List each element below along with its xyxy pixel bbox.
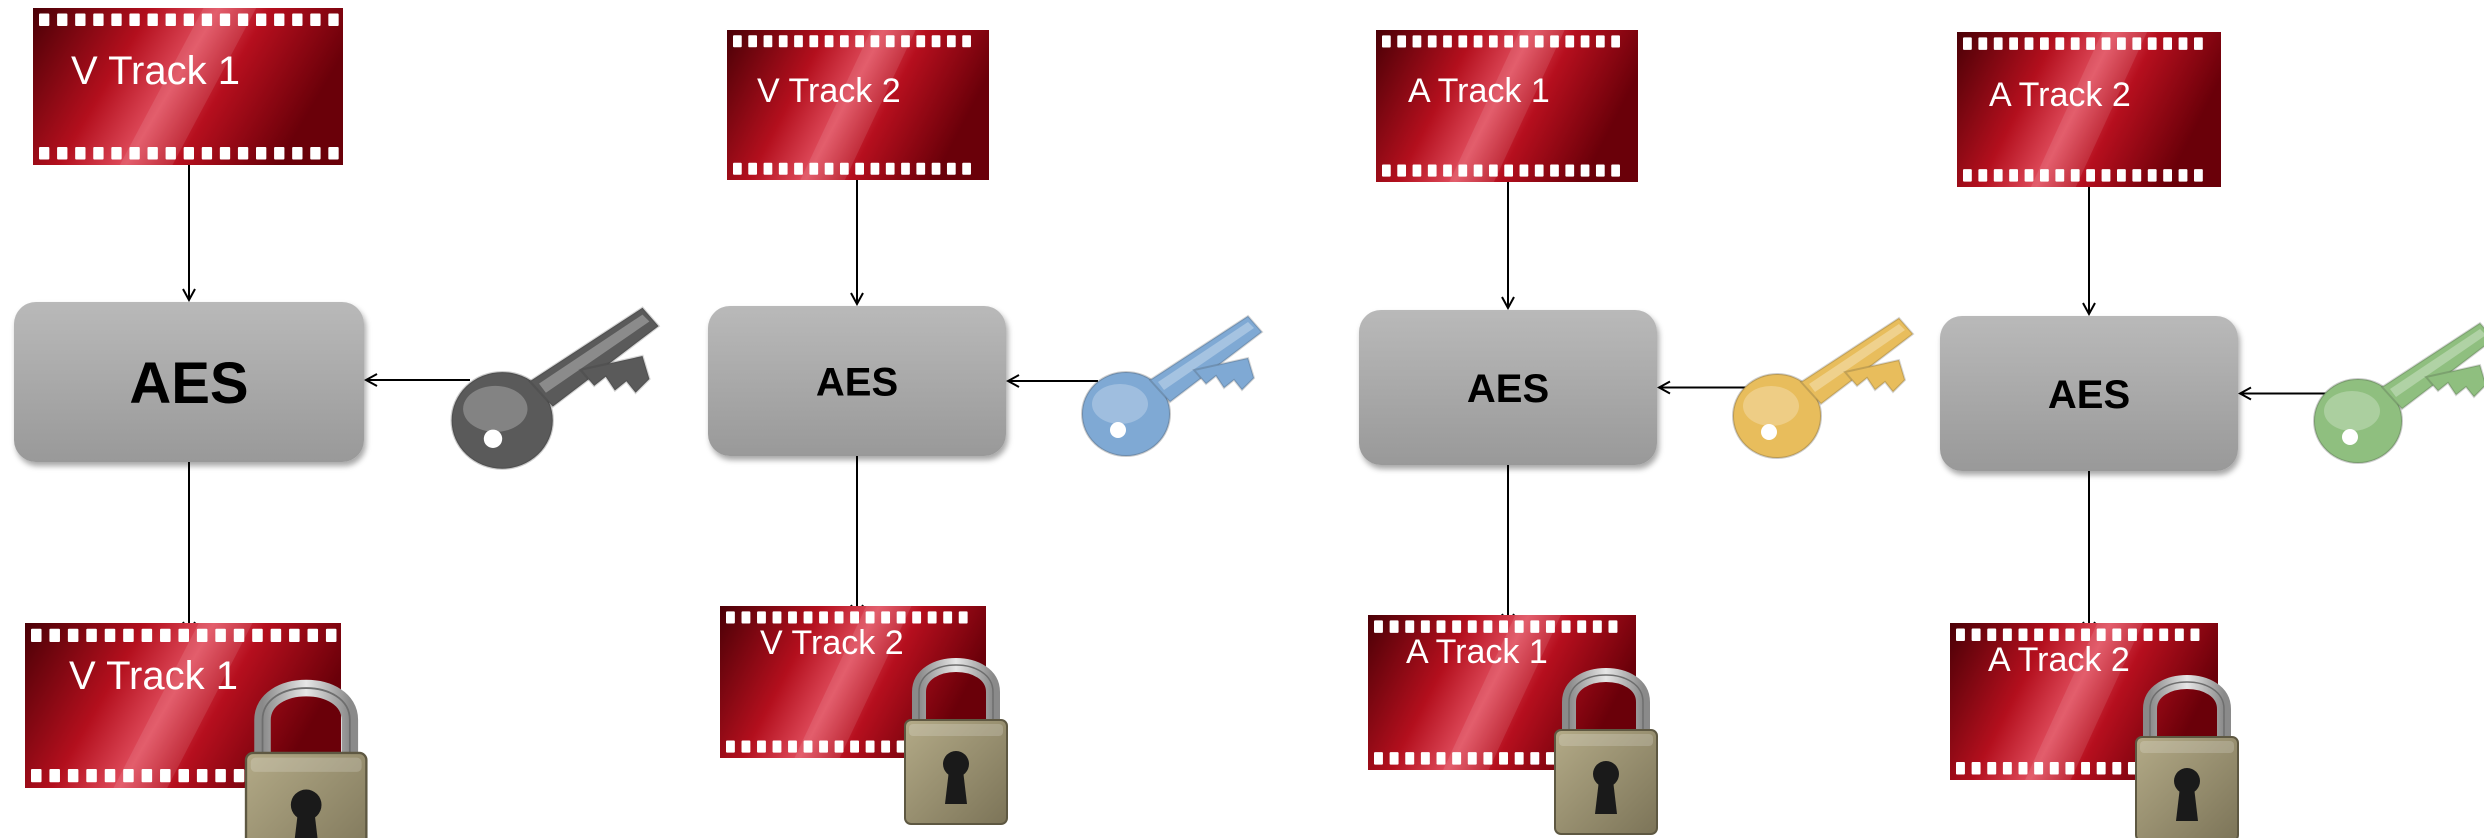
aes-box-a2: AES xyxy=(1940,316,2238,471)
key-icon-v1 xyxy=(450,306,661,470)
encrypted-track-a2-label: A Track 2 xyxy=(1988,641,2130,679)
source-track-v1-label: V Track 1 xyxy=(71,49,240,93)
aes-box-a1: AES xyxy=(1359,310,1657,465)
encrypted-track-v1: V Track 1 xyxy=(25,623,341,788)
aes-box-v1: AES xyxy=(14,302,364,462)
column-v2: V Track 2 AES V Track 2 xyxy=(708,30,1264,825)
aes-label-a1: AES xyxy=(1467,367,1549,411)
encrypted-track-v1-label: V Track 1 xyxy=(69,654,238,698)
key-icon-a2 xyxy=(2313,321,2484,464)
column-a1: A Track 1 AES A Track 1 xyxy=(1359,30,1915,835)
column-a2: A Track 2 AES A Track 2 xyxy=(1940,32,2484,838)
key-icon-a1 xyxy=(1732,316,1915,459)
encrypted-track-v2-label: V Track 2 xyxy=(760,624,904,662)
source-track-a1: A Track 1 xyxy=(1376,30,1638,182)
source-track-a2: A Track 2 xyxy=(1957,32,2221,187)
source-track-a2-label: A Track 2 xyxy=(1989,76,2131,114)
source-track-v2: V Track 2 xyxy=(727,30,989,180)
padlock-icon-v1 xyxy=(244,679,368,838)
aes-label-v1: AES xyxy=(129,351,248,416)
padlock-icon-a1 xyxy=(1554,668,1658,835)
aes-box-v2: AES xyxy=(708,306,1006,456)
aes-label-v2: AES xyxy=(816,360,898,404)
encrypted-track-a1-label: A Track 1 xyxy=(1406,633,1548,671)
column-v1: V Track 1 AES V Track 1 xyxy=(14,8,661,838)
aes-label-a2: AES xyxy=(2048,373,2130,417)
padlock-icon-a2 xyxy=(2135,675,2239,838)
source-track-v1: V Track 1 xyxy=(33,8,343,165)
source-track-a1-label: A Track 1 xyxy=(1408,72,1550,110)
key-icon-v2 xyxy=(1081,314,1264,457)
source-track-v2-label: V Track 2 xyxy=(757,72,901,110)
padlock-icon-v2 xyxy=(904,658,1008,825)
